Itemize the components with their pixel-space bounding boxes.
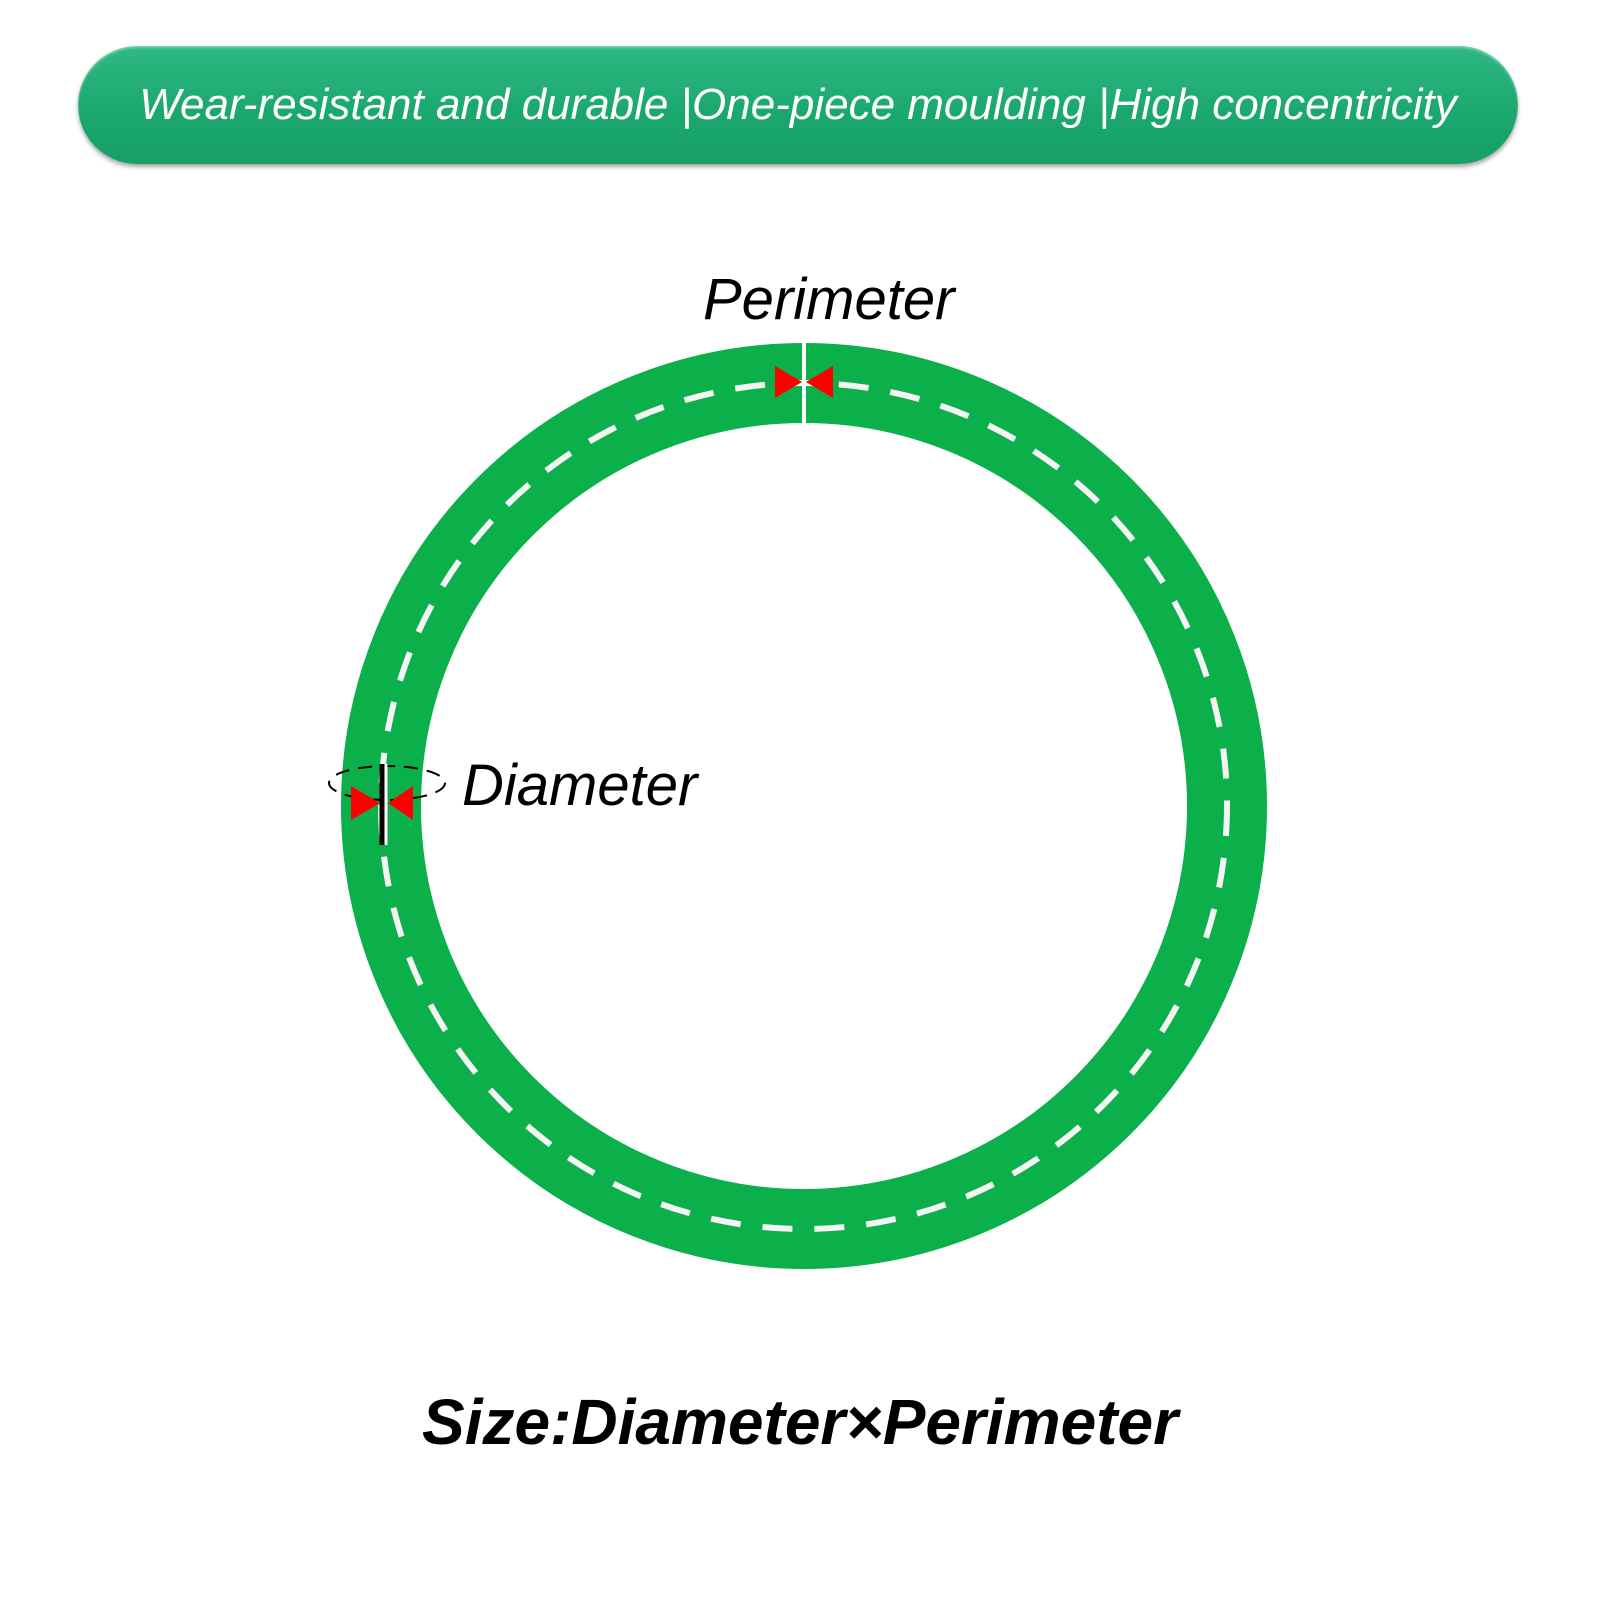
feature-banner: Wear-resistant and durable |One-piece mo… xyxy=(78,46,1518,164)
perimeter-arrow-right xyxy=(806,366,833,398)
perimeter-arrow-left xyxy=(775,366,802,398)
diameter-arrow-left xyxy=(351,786,380,820)
diameter-label: Diameter xyxy=(462,753,698,818)
diameter-arrow-right xyxy=(388,786,413,820)
banner-text: Wear-resistant and durable |One-piece mo… xyxy=(139,80,1457,129)
size-caption: Size:Diameter×Perimeter xyxy=(422,1386,1178,1458)
perimeter-label: Perimeter xyxy=(703,267,955,332)
